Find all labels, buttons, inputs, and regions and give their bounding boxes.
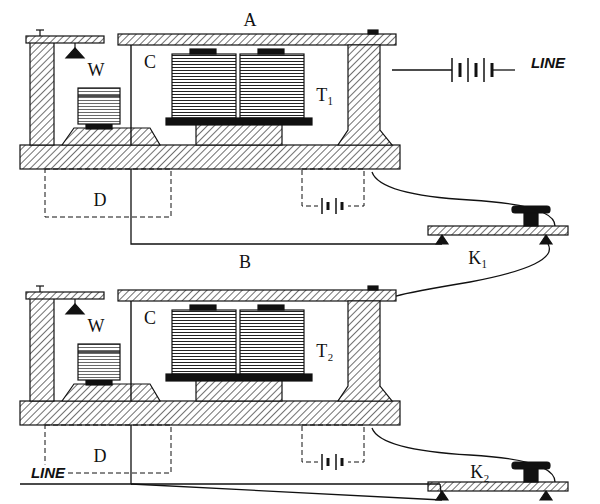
part-letter: T₂ <box>315 342 334 360</box>
part-letter: D <box>93 447 108 465</box>
part-letter: B <box>238 253 252 271</box>
part-letter: C <box>143 309 157 327</box>
part-letter: T₁ <box>315 86 334 104</box>
wires <box>20 58 555 500</box>
part-letter: A <box>243 11 258 29</box>
line-terminal: LINE <box>530 55 566 70</box>
part-letter: W <box>87 317 106 335</box>
part-letter: W <box>87 61 106 79</box>
part-letter: K₁ <box>467 249 488 267</box>
part-letter: D <box>93 191 108 209</box>
part-letter: C <box>143 53 157 71</box>
line-terminal: LINE <box>30 465 66 480</box>
part-letter: K₂ <box>469 463 490 481</box>
